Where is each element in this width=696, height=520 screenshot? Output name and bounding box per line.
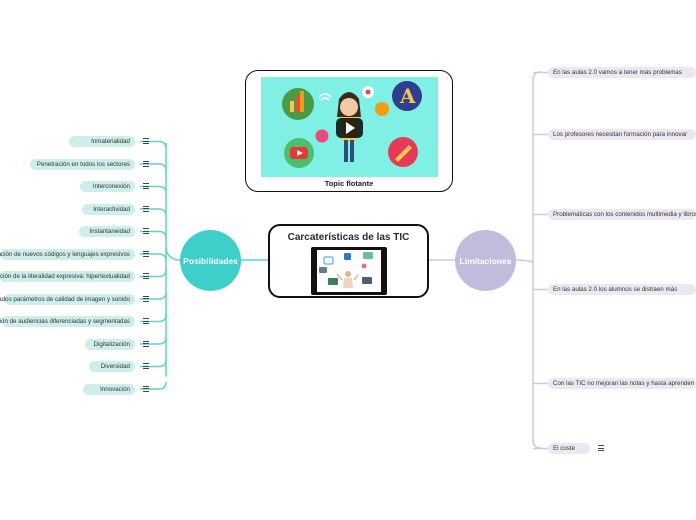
note-icon[interactable] — [141, 136, 151, 146]
video-thumbnail[interactable]: A — [261, 77, 438, 177]
posibilidad-elevados-parametros-de-calidad-de-imagen-y-sonido[interactable]: Elevados parámetros de calidad de imagen… — [0, 293, 135, 305]
link-item-left — [140, 140, 167, 149]
note-icon[interactable] — [141, 204, 151, 214]
posibilidad-diversidad[interactable]: Diversidad — [89, 361, 135, 372]
note-icon[interactable] — [141, 249, 151, 259]
posibilidad-inmaterialidad[interactable]: Inmaterialidad — [69, 136, 135, 147]
posibilidad-digitalizacion[interactable]: Digitalización — [85, 338, 135, 350]
posibilidad-penetracion-en-todos-los-sectores[interactable]: Penetración en todos los sectores — [30, 158, 135, 170]
note-icon[interactable] — [141, 384, 151, 394]
link-item-left — [140, 336, 167, 345]
posibilidad-potenciacion-de-audiencias-diferenciadas-y-segmentadas[interactable]: Potenciación de audiencias diferenciadas… — [0, 316, 135, 327]
posibilidad-label: Instantaneidad — [89, 228, 130, 235]
posibilidad-label: Inmaterialidad — [91, 138, 130, 145]
limitacion-con-las-tic-no-mejoran-las-notas-y-hasta-aprenden-menos[interactable]: Con las TIC no mejoran las notas y hasta… — [548, 378, 696, 389]
posibilidad-interconexion[interactable]: Interconexión — [80, 181, 135, 192]
limitacion-label: El coste — [553, 445, 576, 452]
link-item-left — [140, 314, 167, 323]
floating-topic-title: Topic flotante — [324, 179, 374, 188]
limitacion-label: Con las TIC no mejoran las notas y hasta… — [553, 380, 696, 387]
central-topic[interactable]: Carcaterísticas de las TIC — [268, 224, 429, 298]
posibilidad-label: Potenciación de audiencias diferenciadas… — [0, 318, 130, 325]
posibilidad-interactividad[interactable]: Interactividad — [82, 203, 135, 215]
note-icon[interactable] — [141, 361, 151, 371]
wifi-icon — [318, 93, 332, 101]
link-item-left — [140, 163, 167, 172]
link-item-left — [140, 359, 167, 368]
note-icon[interactable] — [141, 181, 151, 191]
limitacion-en-las-aulas-2-0-vamos-a-tener-mas-problemas[interactable]: En las aulas 2.0 vamos a tener más probl… — [548, 67, 696, 78]
settings-icon — [375, 102, 389, 116]
limitacion-el-coste[interactable]: El coste — [548, 443, 590, 454]
posibilidad-label: Elevados parámetros de calidad de imagen… — [0, 295, 130, 303]
link-item-left — [140, 253, 167, 262]
posibilidad-label: Penetración en todos los sectores — [36, 160, 130, 168]
link-item-left — [140, 381, 167, 390]
posibilidad-creacion-de-nuevos-codigos-y-lenguajes-expresivos[interactable]: Creación de nuevos códigos y lenguajes e… — [0, 248, 135, 260]
translate-icon — [392, 81, 422, 111]
note-icon[interactable] — [596, 443, 606, 453]
posibilidad-label: Interactividad — [93, 205, 130, 213]
link-item-left — [140, 185, 167, 194]
teacher-face — [340, 98, 358, 116]
tic-devices-image — [311, 247, 387, 295]
link-limitaciones-trunk — [515, 259, 534, 263]
posibilidad-label: Ampliación de la literalidad expresiva: … — [0, 273, 130, 280]
limitacion-problematicas-con-los-contenidos-multimedia-y-libros[interactable]: Problemáticas con los contenidos multime… — [548, 209, 696, 220]
limitaciones-node[interactable]: Limitaciones — [455, 230, 516, 291]
svg-text:A: A — [399, 84, 416, 108]
posibilidades-node[interactable]: Posibilidades — [180, 230, 241, 291]
link-item-left — [140, 230, 167, 239]
link-item-left — [140, 291, 167, 300]
limitacion-en-las-aulas-2-0-los-alumnos-se-distraen-mas[interactable]: En las aulas 2.0 los alumnos se distraen… — [548, 284, 696, 295]
posibilidad-innovacion[interactable]: Innovación — [83, 383, 135, 395]
limitacion-label: Los profesores necesitan formación para … — [553, 131, 688, 138]
note-icon[interactable] — [141, 271, 151, 281]
limitacion-label: En las aulas 2.0 vamos a tener más probl… — [553, 69, 682, 76]
note-icon[interactable] — [141, 226, 151, 236]
limitacion-los-profesores-necesitan-formacion-para-innovar[interactable]: Los profesores necesitan formación para … — [548, 129, 696, 140]
posibilidad-label: Interconexión — [92, 183, 130, 190]
note-icon[interactable] — [141, 316, 151, 326]
central-topic-title: Carcaterísticas de las TIC — [287, 232, 410, 243]
note-icon[interactable] — [141, 339, 151, 349]
note-icon[interactable] — [141, 159, 151, 169]
posibilidad-label: Innovación — [100, 385, 130, 393]
posibilidad-instantaneidad[interactable]: Instantaneidad — [79, 226, 135, 237]
posibilidad-label: Creación de nuevos códigos y lenguajes e… — [0, 250, 130, 258]
limitacion-label: Problemáticas con los contenidos multime… — [553, 211, 696, 218]
posibilidad-label: Diversidad — [100, 363, 130, 370]
link-posibilidades-trunk — [165, 246, 181, 261]
posibilidad-ampliacion-de-la-literalidad-expresiva-hipertextualidad[interactable]: Ampliación de la literalidad expresiva: … — [0, 271, 135, 282]
floating-topic[interactable]: A Topic flotante — [245, 70, 453, 192]
note-icon[interactable] — [141, 294, 151, 304]
posibilidades-label: Posibilidades — [183, 255, 238, 266]
ear-icon — [315, 129, 329, 143]
posibilidad-label: Digitalización — [93, 340, 130, 348]
link-item-left — [140, 269, 167, 278]
link-item-left — [140, 208, 167, 217]
limitaciones-label: Limitaciones — [459, 255, 512, 266]
limitacion-label: En las aulas 2.0 los alumnos se distraen… — [553, 286, 678, 293]
